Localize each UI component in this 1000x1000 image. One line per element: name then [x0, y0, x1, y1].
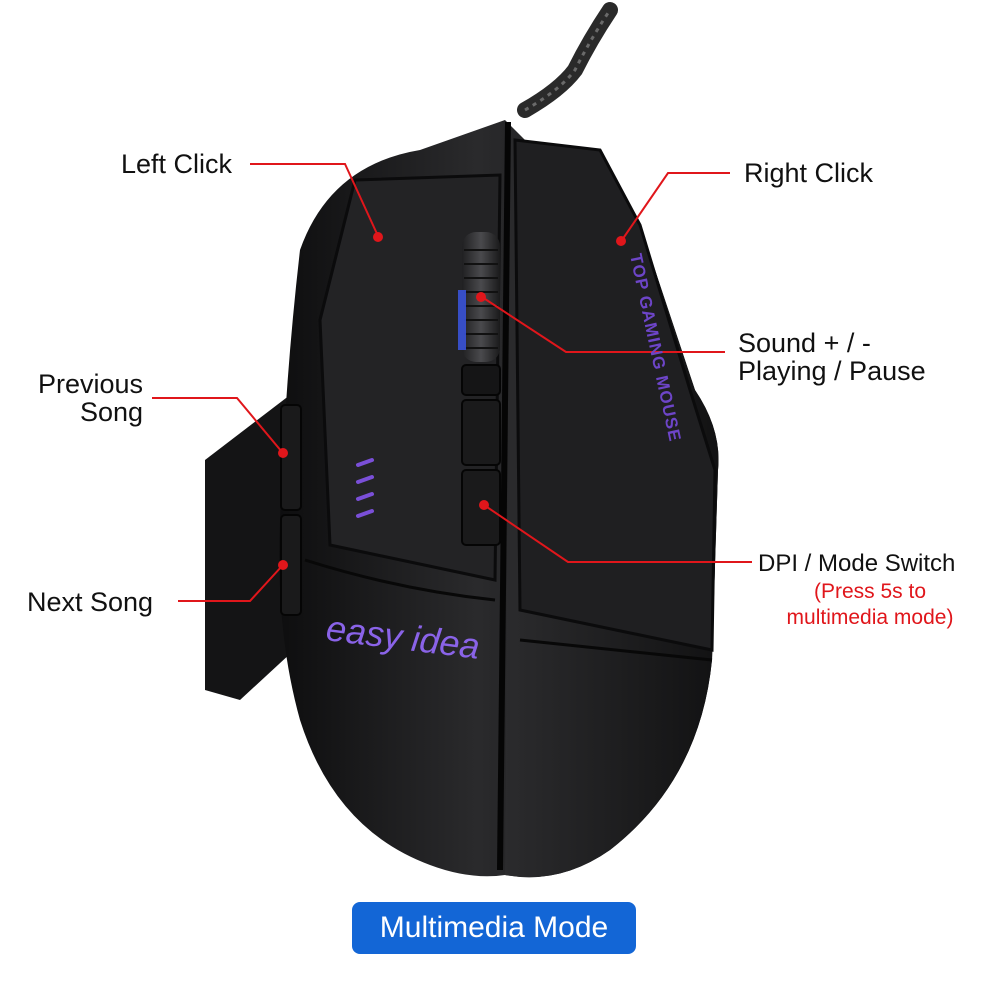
dpi-switch-label: DPI / Mode Switch — [758, 550, 956, 577]
left-click-dot — [373, 232, 383, 242]
multimedia-mode-badge: Multimedia Mode — [352, 902, 636, 954]
next-song-dot — [278, 560, 288, 570]
previous-song-dot — [278, 448, 288, 458]
scroll-wheel-dot — [476, 292, 486, 302]
dpi-button-dot — [479, 500, 489, 510]
previous-label-line2: Song — [79, 397, 143, 427]
right-click-dot — [616, 236, 626, 246]
left-click-label: Left Click — [121, 149, 233, 179]
leader-lines — [152, 163, 752, 602]
right-click-panel — [513, 138, 717, 652]
right-click-label: Right Click — [744, 158, 874, 188]
mouse-cable — [517, 2, 618, 118]
dpi-note-line2: multimedia mode) — [786, 606, 954, 629]
dpi-button-upper — [461, 399, 501, 466]
middle-button — [461, 364, 501, 396]
next-song-label: Next Song — [27, 587, 154, 617]
previous-label-line1: Previous — [37, 369, 143, 399]
sound-label: Sound + / - — [738, 328, 871, 358]
playing-pause-label: Playing / Pause — [738, 356, 926, 386]
dpi-indicator-lights — [356, 458, 374, 518]
dpi-note-line1: (Press 5s to — [813, 580, 927, 603]
